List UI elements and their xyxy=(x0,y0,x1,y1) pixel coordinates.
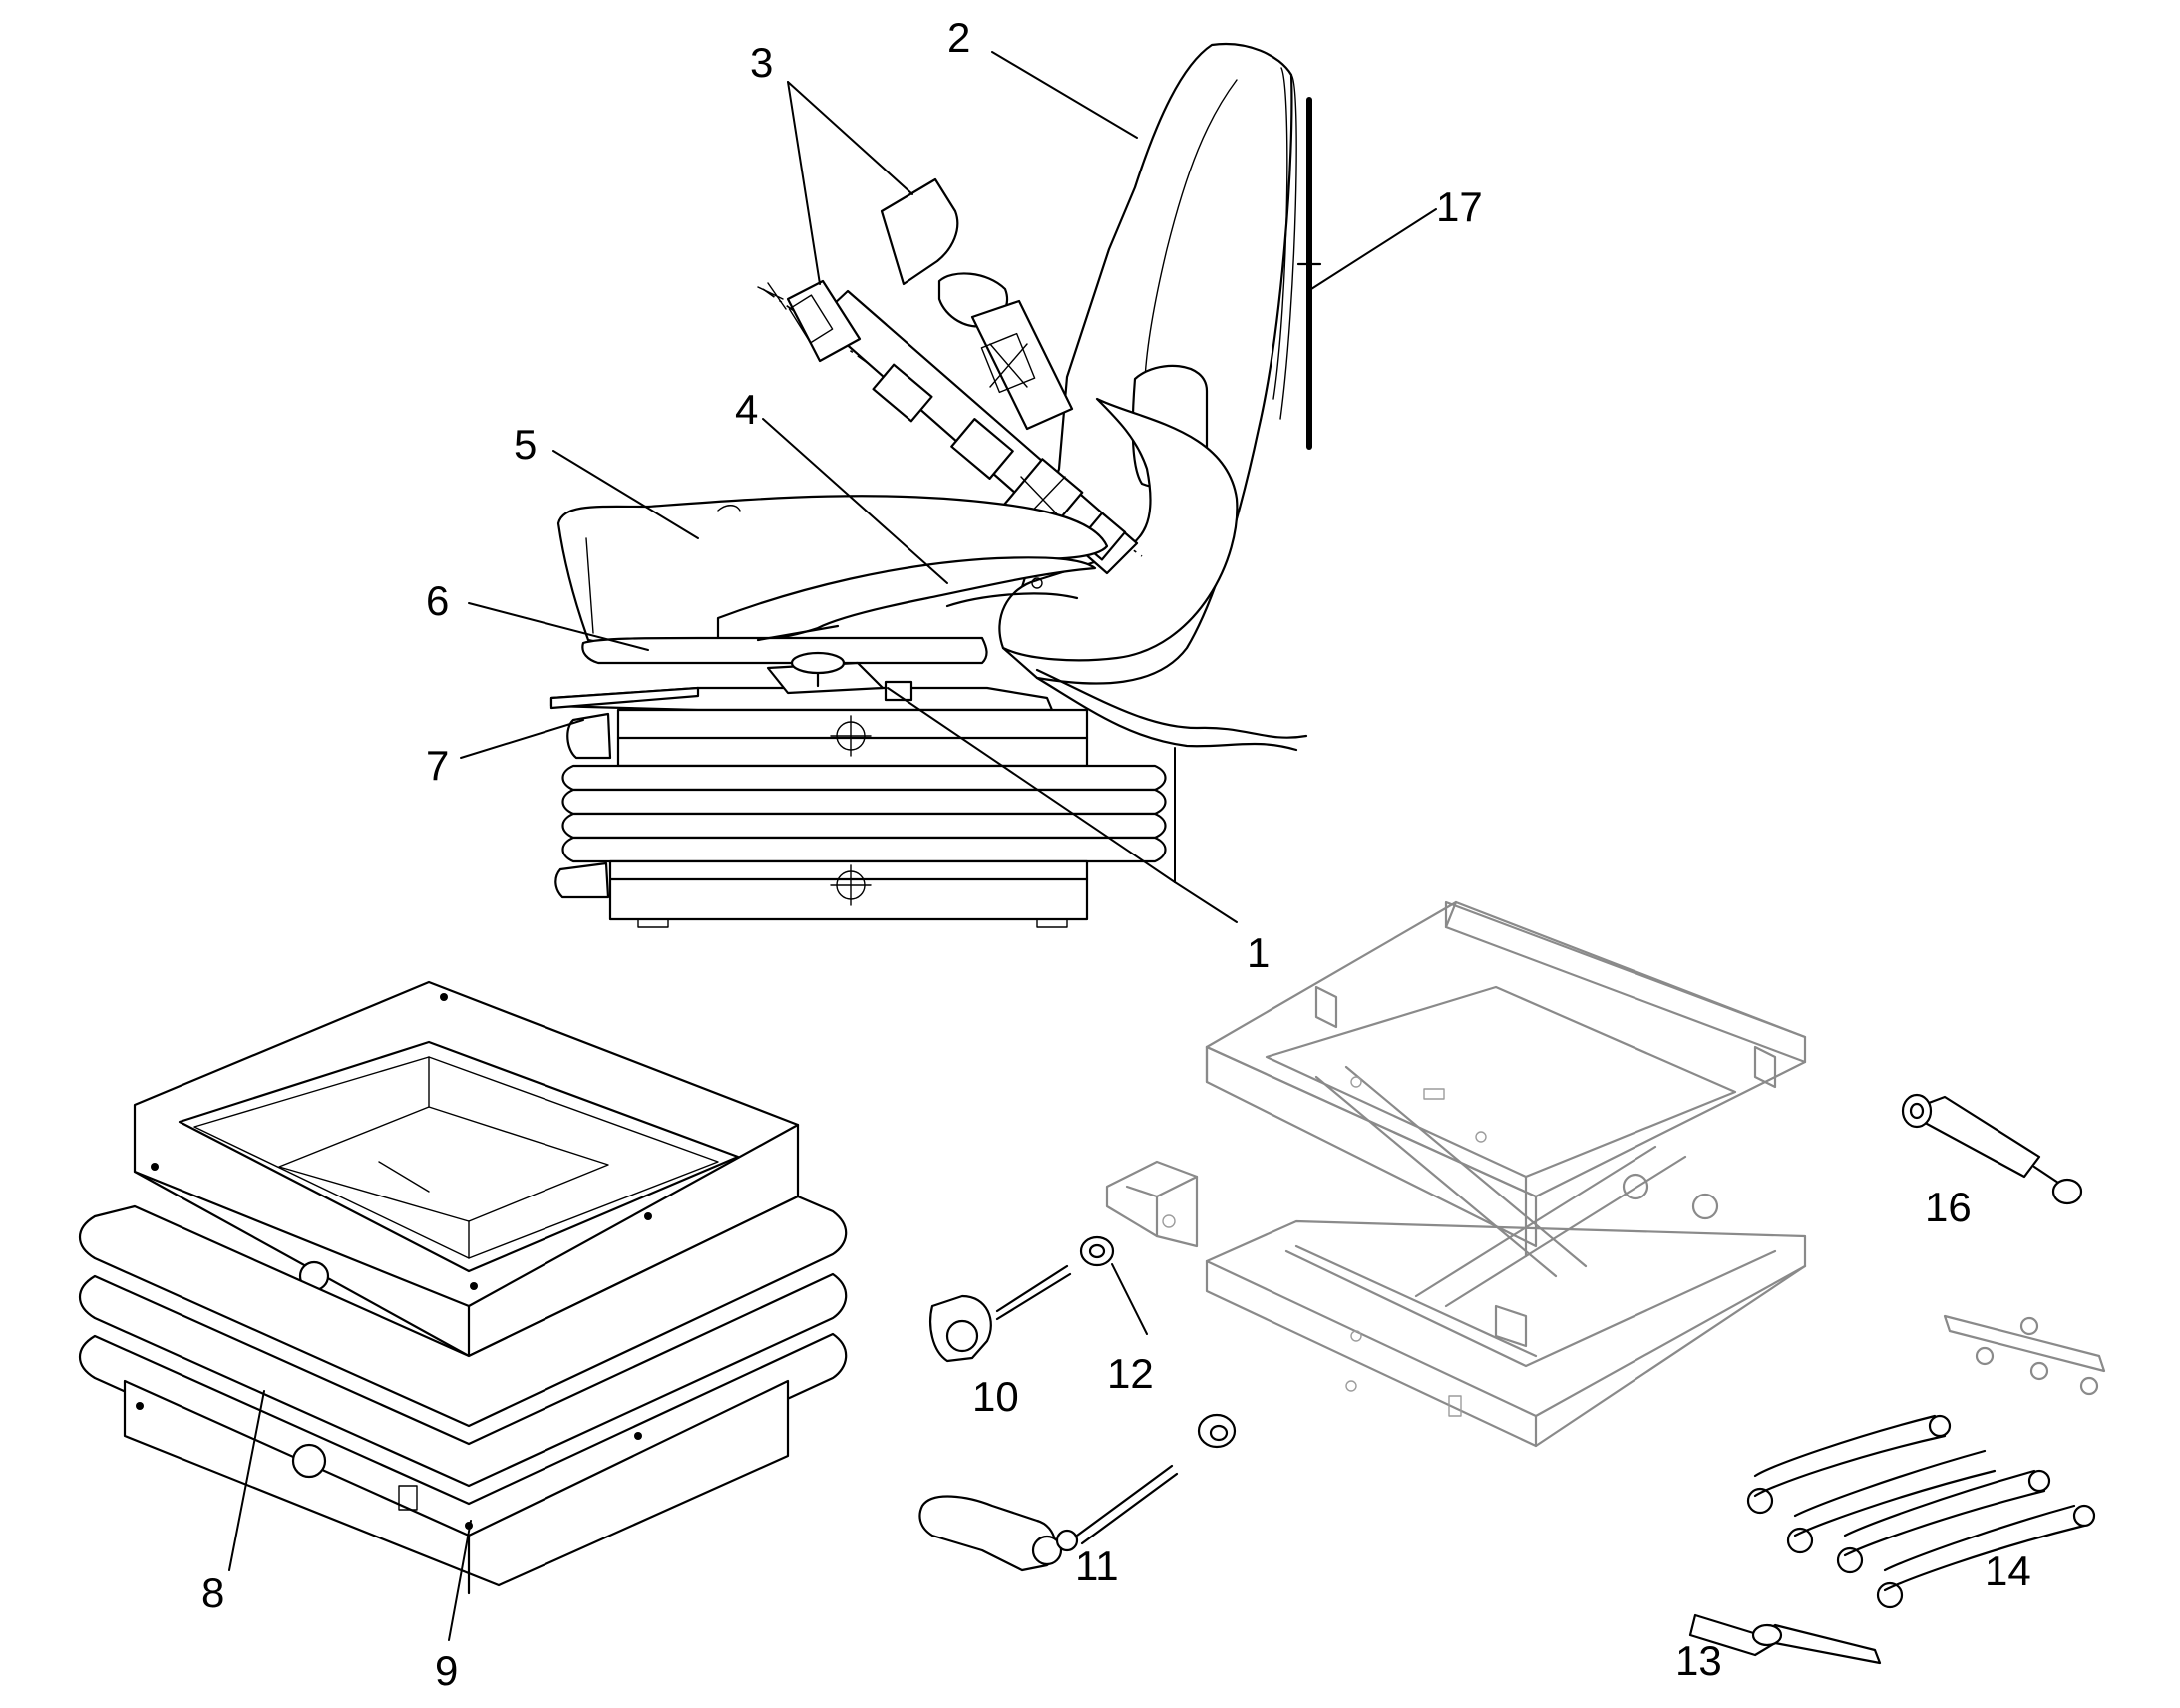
callout-6: 6 xyxy=(426,577,449,624)
callout-2: 2 xyxy=(947,14,970,61)
part-3-seat-belt xyxy=(757,177,1143,575)
part-7-adjust-lever xyxy=(549,686,700,710)
callout-13: 13 xyxy=(1675,1637,1722,1684)
part-8-bellows xyxy=(79,980,848,1595)
callout-5: 5 xyxy=(514,421,537,468)
callout-11: 11 xyxy=(1075,1542,1119,1589)
part-16-damper xyxy=(1901,1093,2083,1205)
part-12-nut-upper xyxy=(1079,1235,1115,1267)
callout-7: 7 xyxy=(426,742,449,789)
callout-12: 12 xyxy=(1107,1350,1154,1397)
part-1-suspension-base xyxy=(549,651,1308,928)
part-9-fastening-points xyxy=(136,993,652,1530)
target-mark-lower xyxy=(830,864,872,906)
callout-8: 8 xyxy=(201,1569,224,1616)
callout-16: 16 xyxy=(1925,1184,1972,1230)
callout-14: 14 xyxy=(1985,1547,2031,1594)
part-11-handle xyxy=(918,1464,1179,1572)
part-13-spring-holder xyxy=(1688,1613,1882,1665)
part-6-seat-shell xyxy=(581,624,988,665)
callout-17: 17 xyxy=(1436,183,1483,230)
callout-labels: 1 2 3 4 5 6 7 8 9 10 11 12 13 14 16 17 xyxy=(201,14,2031,1694)
part-12-nut-lower xyxy=(1197,1413,1237,1449)
roller-bracket xyxy=(1943,1314,2106,1396)
callout-9: 9 xyxy=(435,1647,458,1694)
callout-4: 4 xyxy=(735,386,758,433)
part-10-adjusting-screw xyxy=(929,1264,1072,1363)
callout-1: 1 xyxy=(1247,929,1270,976)
target-mark-upper xyxy=(830,715,872,757)
callout-10: 10 xyxy=(972,1373,1019,1420)
scissor-frame xyxy=(1205,900,1807,1448)
part-17-backrest-rod xyxy=(1296,97,1322,450)
part-14-springs xyxy=(1746,1414,2096,1609)
leader-lines xyxy=(228,51,1437,1641)
mounting-bracket xyxy=(1105,1160,1199,1248)
callout-3: 3 xyxy=(750,39,773,86)
